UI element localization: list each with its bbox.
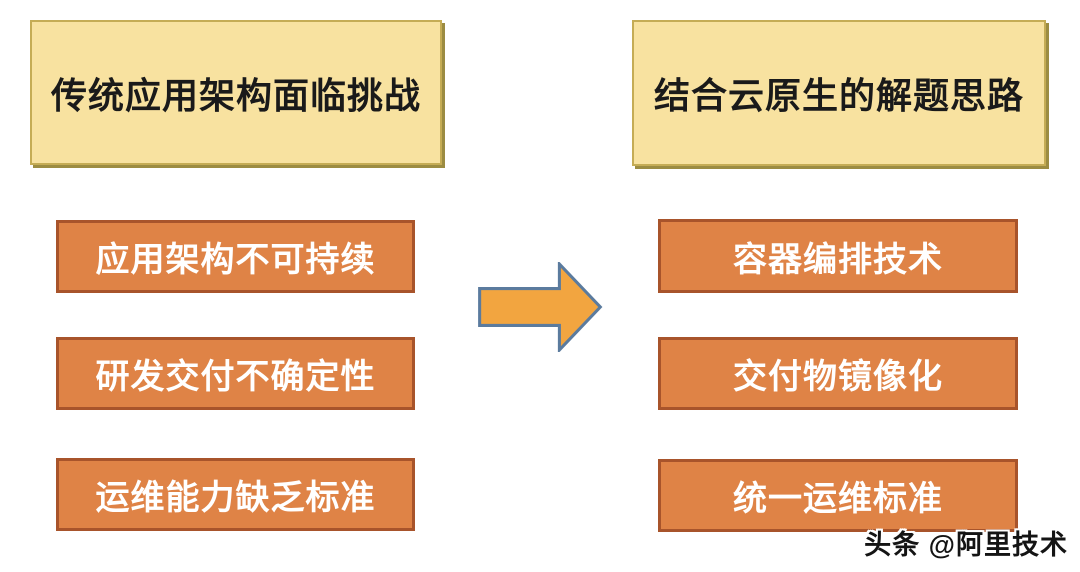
solution-box-3: 统一运维标准 — [658, 459, 1018, 532]
left-column-header-label: 传统应用架构面临挑战 — [50, 74, 421, 116]
left-column-header: 传统应用架构面临挑战 — [30, 20, 442, 165]
challenge-box-1-label: 应用架构不可持续 — [95, 241, 376, 279]
challenge-box-2: 研发交付不确定性 — [56, 337, 415, 410]
challenge-box-3: 运维能力缺乏标准 — [56, 458, 415, 531]
watermark: 头条 @阿里技术 — [864, 530, 1068, 560]
right-arrow-icon — [477, 262, 605, 352]
solution-box-1: 容器编排技术 — [658, 219, 1018, 293]
challenge-box-2-label: 研发交付不确定性 — [95, 358, 376, 396]
solution-box-2: 交付物镜像化 — [658, 337, 1018, 410]
solution-box-3-label: 统一运维标准 — [733, 480, 943, 518]
solution-box-2-label: 交付物镜像化 — [733, 358, 943, 396]
challenge-box-1: 应用架构不可持续 — [56, 220, 415, 293]
right-column-header-label: 结合云原生的解题思路 — [653, 75, 1024, 116]
right-column-header: 结合云原生的解题思路 — [632, 20, 1046, 166]
solution-box-1-label: 容器编排技术 — [733, 240, 943, 279]
challenge-box-3-label: 运维能力缺乏标准 — [95, 479, 376, 517]
